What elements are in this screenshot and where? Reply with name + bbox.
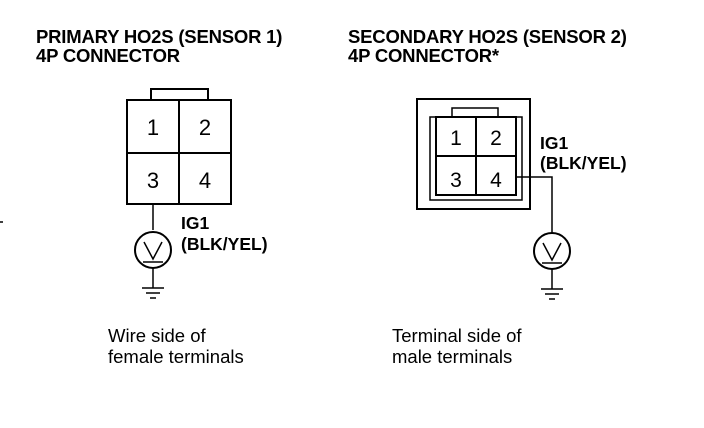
primary-title-line1: PRIMARY HO2S (SENSOR 1) <box>36 26 282 47</box>
secondary-pin-4: 4 <box>490 169 502 192</box>
primary-ground-icon <box>142 268 164 299</box>
secondary-pin-1: 1 <box>450 127 462 150</box>
primary-pin-1: 1 <box>147 115 159 140</box>
primary-title-line2: 4P CONNECTOR <box>36 45 180 66</box>
secondary-connector-shell <box>416 98 531 210</box>
primary-connector-body: 1 2 3 4 <box>126 88 232 205</box>
secondary-probe-wire <box>516 176 553 233</box>
primary-pin-2: 2 <box>199 115 211 140</box>
secondary-connector-body: 1 2 3 4 <box>416 98 531 210</box>
primary-wire-color: (BLK/YEL) <box>181 234 268 254</box>
secondary-title-line2: 4P CONNECTOR* <box>348 45 500 66</box>
secondary-caption-line1: Terminal side of <box>392 325 522 346</box>
secondary-voltmeter-icon <box>533 232 571 270</box>
primary-connector-latch <box>150 88 209 101</box>
primary-pin-3: 3 <box>147 168 159 193</box>
secondary-ground-icon <box>541 269 563 300</box>
secondary-pin-2: 2 <box>490 127 502 150</box>
primary-caption-line2: female terminals <box>108 346 244 367</box>
primary-caption-line1: Wire side of <box>108 325 207 346</box>
secondary-wire-color: (BLK/YEL) <box>540 153 627 173</box>
primary-pin-4: 4 <box>199 168 211 193</box>
primary-voltmeter-icon <box>134 231 172 269</box>
secondary-connector-group: SECONDARY HO2S (SENSOR 2) 4P CONNECTOR* … <box>348 26 627 367</box>
primary-connector-group: PRIMARY HO2S (SENSOR 1) 4P CONNECTOR 1 2… <box>36 26 282 367</box>
secondary-title-line1: SECONDARY HO2S (SENSOR 2) <box>348 26 627 47</box>
primary-wire-name: IG1 <box>181 213 209 233</box>
secondary-wire-name: IG1 <box>540 133 568 153</box>
secondary-pin-3: 3 <box>450 169 462 192</box>
secondary-caption-line2: male terminals <box>392 346 512 367</box>
